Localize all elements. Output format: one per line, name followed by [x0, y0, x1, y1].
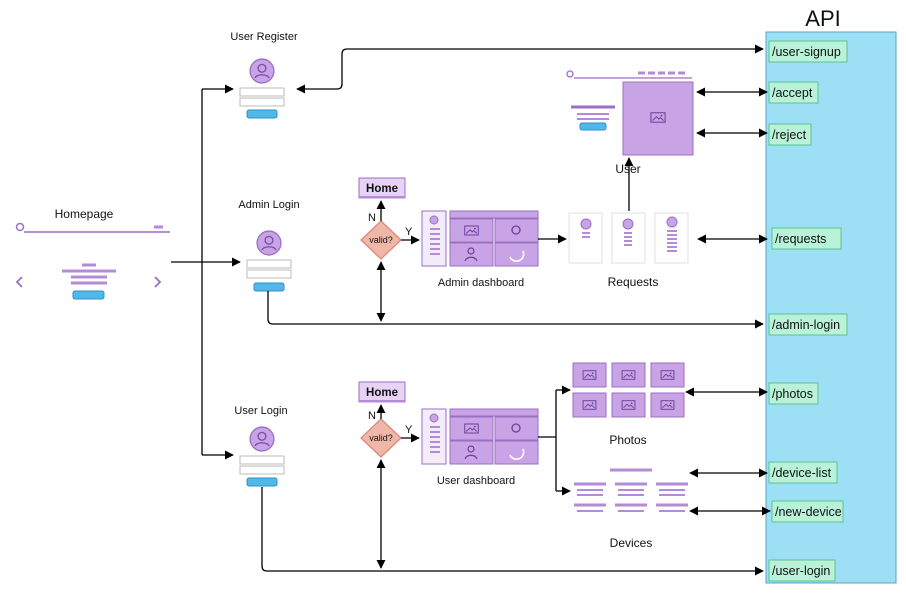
svg-text:/device-list: /device-list	[772, 466, 832, 480]
photos-grid: Photos	[572, 362, 685, 447]
svg-text:/accept: /accept	[772, 86, 813, 100]
api-panel	[765, 31, 897, 584]
svg-text:/user-signup: /user-signup	[772, 45, 841, 59]
chevron-left-icon[interactable]	[15, 276, 23, 288]
user-avatar-icon	[464, 445, 478, 460]
user-valid-decision: valid? N Y	[360, 410, 413, 458]
endpoint-accept[interactable]: /accept	[768, 81, 819, 104]
svg-text:/user-login: /user-login	[772, 564, 830, 578]
endpoint-reject[interactable]: /reject	[768, 123, 812, 146]
admin-login-connector	[267, 291, 764, 329]
svg-text:Home: Home	[366, 387, 398, 399]
user-decision-connectors	[376, 404, 420, 569]
endpoint-user-login[interactable]: /user-login	[768, 559, 836, 582]
devices-label: Devices	[610, 536, 653, 550]
svg-text:valid?: valid?	[369, 235, 393, 245]
admin-dashboard-wireframe: Admin dashboard	[421, 210, 539, 289]
svg-text:/admin-login: /admin-login	[772, 318, 840, 332]
eye-icon	[511, 225, 521, 235]
admin-login-label: Admin Login	[238, 199, 299, 211]
user-login-label: User Login	[234, 405, 287, 417]
endpoint-photos[interactable]: /photos	[768, 382, 819, 405]
user-register-wireframe: User Register	[230, 31, 298, 119]
homepage-wireframe: Homepage	[15, 207, 170, 300]
svg-text:/reject: /reject	[772, 128, 807, 142]
eye-icon	[511, 423, 521, 433]
admin-dashboard-label: Admin dashboard	[438, 277, 524, 289]
endpoint-device-list[interactable]: /device-list	[768, 461, 838, 484]
chevron-right-icon[interactable]	[154, 276, 162, 288]
user-dashboard-label: User dashboard	[437, 475, 515, 487]
admin-login-wireframe: Admin Login	[238, 199, 300, 292]
svg-text:Y: Y	[405, 226, 413, 238]
svg-text:N: N	[368, 212, 376, 224]
admin-decision-connectors	[376, 200, 420, 322]
homepage-connectors	[171, 84, 241, 460]
svg-text:Y: Y	[405, 424, 413, 436]
user-home-button[interactable]: Home	[358, 381, 406, 403]
endpoint-user-signup[interactable]: /user-signup	[768, 40, 848, 63]
user-detail-wireframe: User	[566, 70, 694, 176]
photos-label: Photos	[609, 433, 646, 447]
refresh-icon	[509, 250, 525, 262]
endpoint-new-device[interactable]: /new-device	[771, 500, 844, 523]
endpoint-requests[interactable]: /requests	[771, 227, 842, 250]
user-login-connector	[261, 487, 764, 576]
devices-list	[574, 468, 688, 512]
user-dashboard-connectors	[538, 385, 571, 496]
refresh-icon	[509, 448, 525, 460]
user-register-label: User Register	[230, 31, 298, 43]
user-avatar-icon	[464, 247, 478, 262]
user-avatar-icon	[249, 426, 275, 452]
svg-text:/photos: /photos	[772, 387, 813, 401]
svg-text:Home: Home	[366, 183, 398, 195]
api-title: API	[805, 6, 840, 31]
svg-text:/new-device: /new-device	[775, 505, 842, 519]
svg-text:N: N	[368, 410, 376, 422]
register-signup-connector	[296, 44, 764, 94]
user-label: User	[615, 162, 640, 176]
endpoint-admin-login[interactable]: /admin-login	[768, 313, 848, 336]
requests-wireframe: Requests	[568, 212, 689, 289]
user-login-wireframe: User Login	[234, 405, 288, 487]
user-dashboard-wireframe: User dashboard	[421, 408, 539, 487]
homepage-label: Homepage	[55, 207, 114, 221]
admin-valid-decision: valid? N Y	[360, 212, 413, 260]
svg-text:/requests: /requests	[775, 232, 826, 246]
svg-text:valid?: valid?	[369, 433, 393, 443]
requests-label: Requests	[608, 275, 659, 289]
user-avatar-icon	[249, 58, 275, 84]
admin-home-button[interactable]: Home	[358, 177, 406, 199]
user-avatar-icon	[256, 230, 282, 256]
